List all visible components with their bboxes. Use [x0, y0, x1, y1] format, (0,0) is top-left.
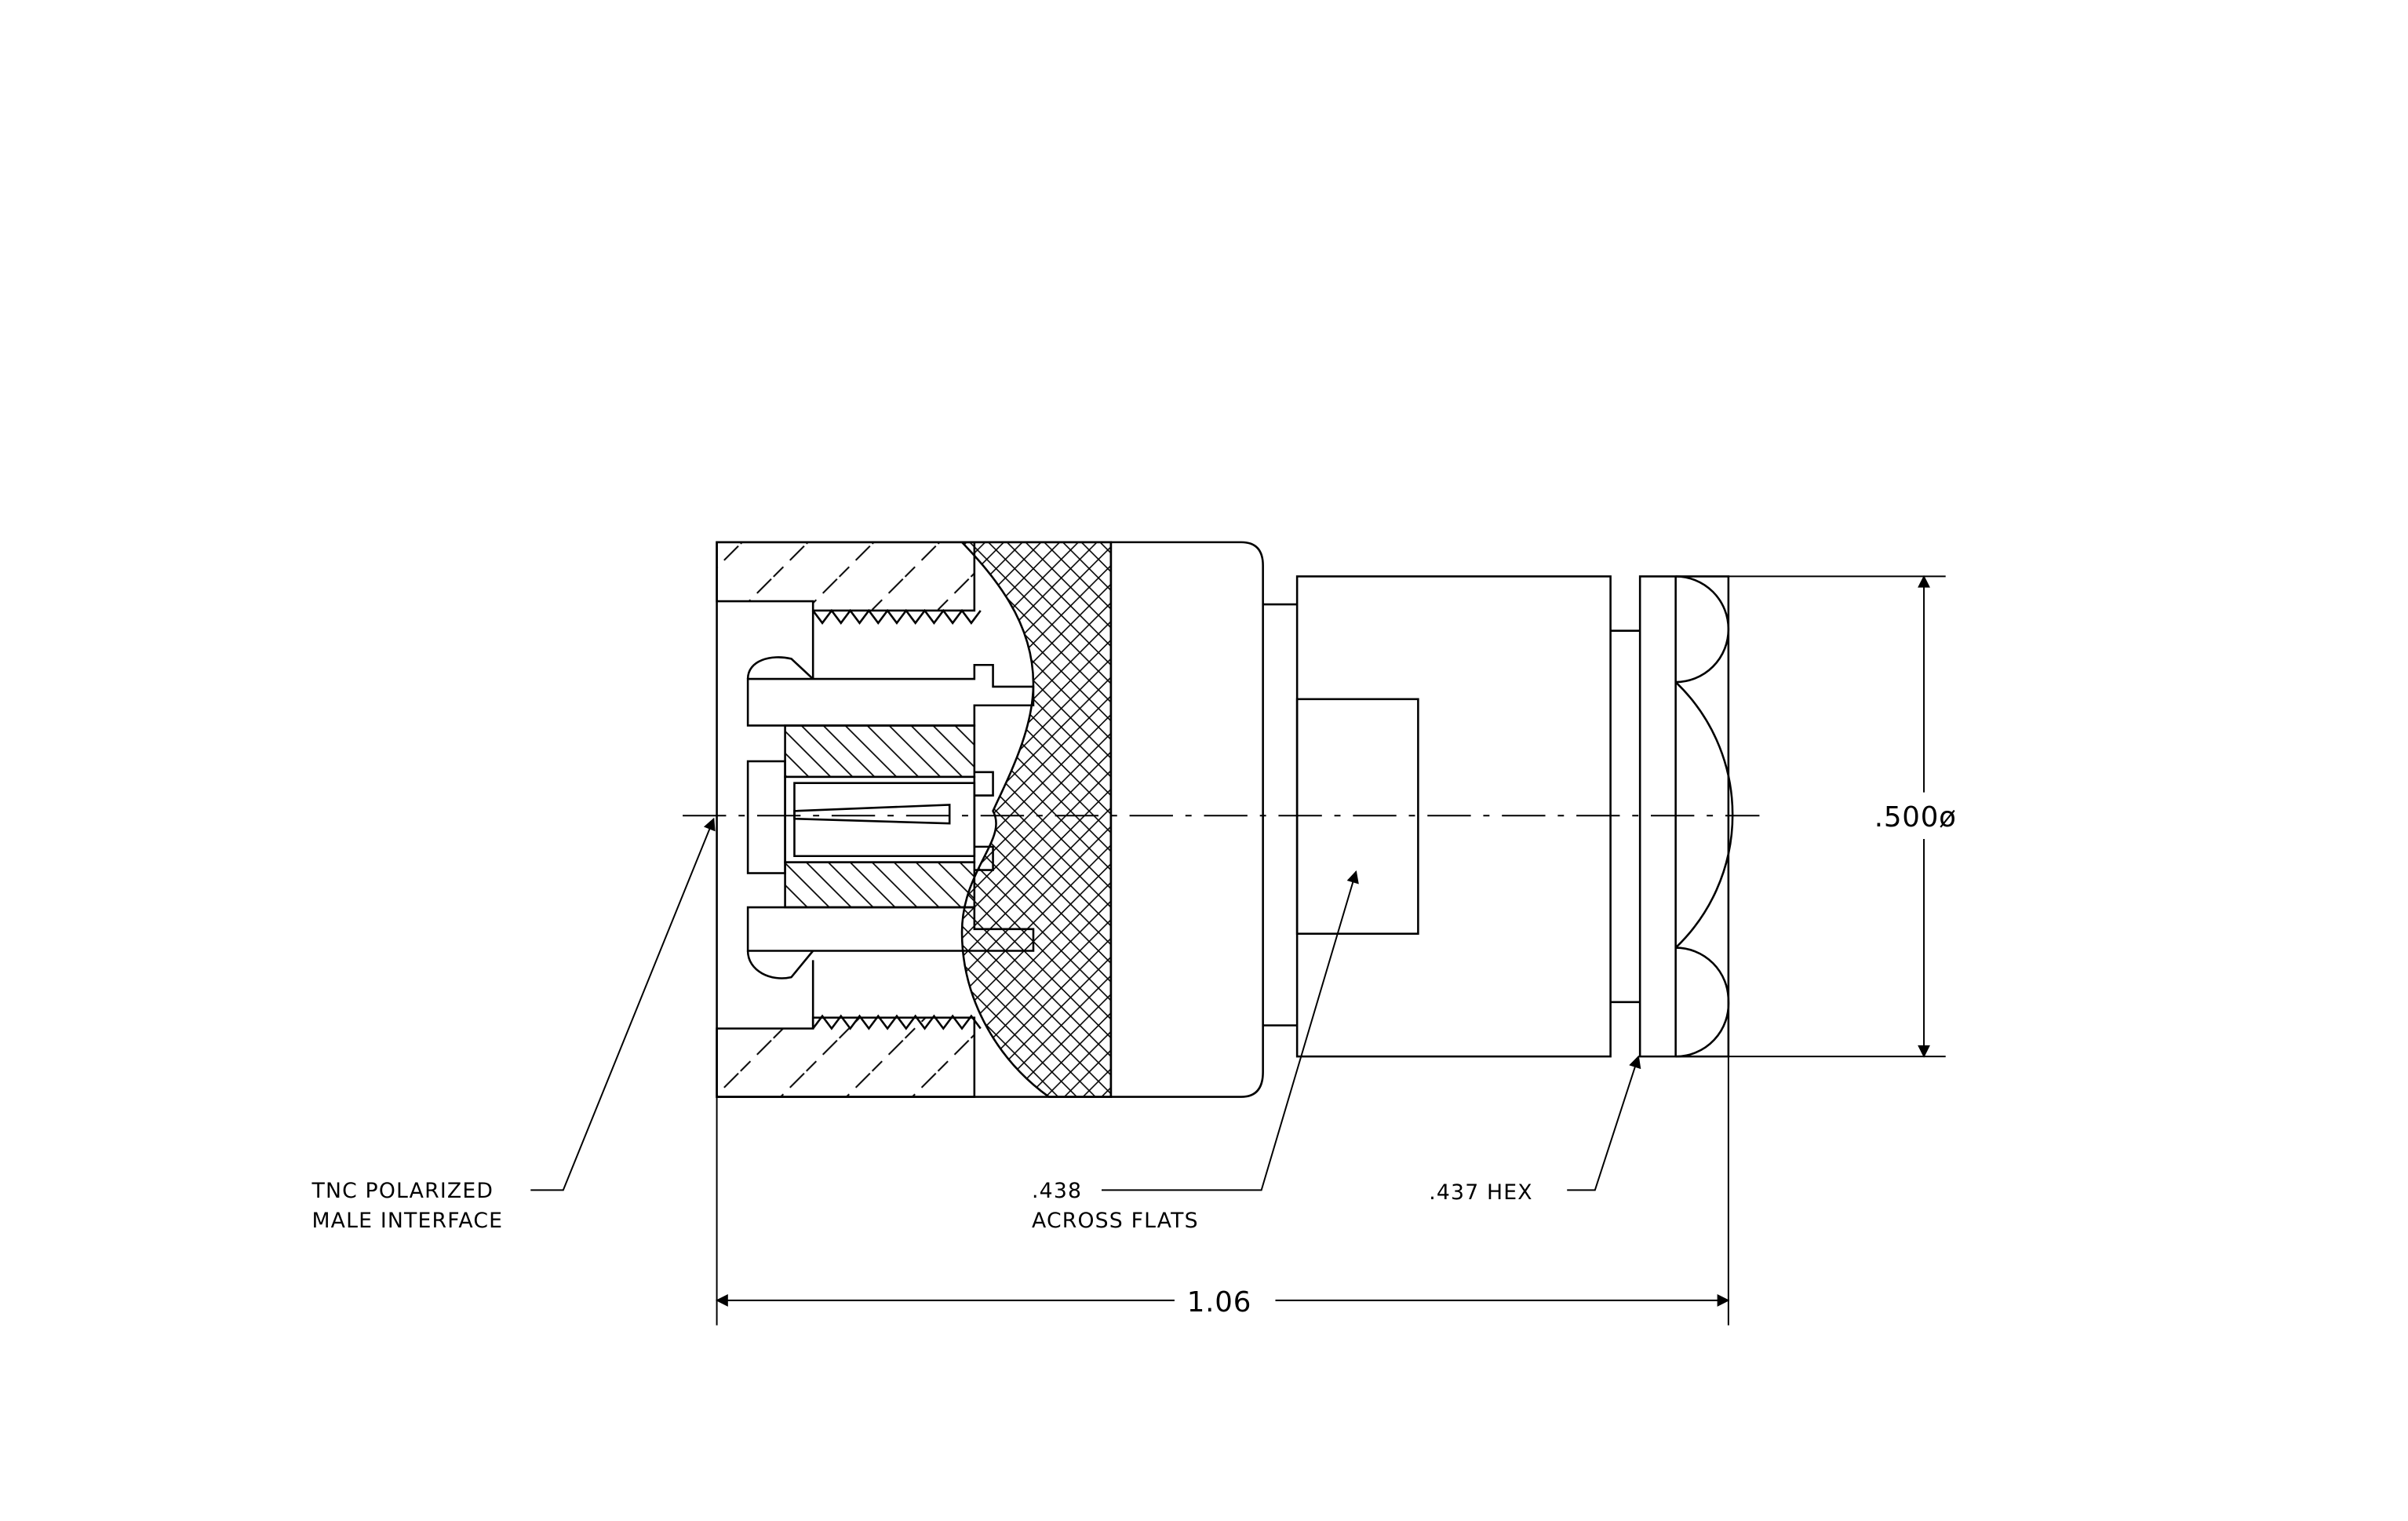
leader-flats [1101, 870, 1359, 1191]
overall-length-dimension: 1.06 [1187, 1286, 1251, 1319]
coupling-nut [716, 541, 1113, 1098]
nut-body-top-hatch [716, 541, 976, 612]
thread-top [812, 608, 982, 625]
body-shoulder [1110, 541, 1264, 1098]
leader-hex [1567, 1055, 1641, 1191]
interface-callout-line1: TNC POLARIZED [311, 1179, 494, 1203]
inner-body [746, 656, 1035, 979]
outer-body-top [746, 663, 1035, 727]
flats-callout-line2: ACROSS FLATS [1032, 1209, 1199, 1233]
outer-body-top-lip [746, 656, 814, 680]
center-pin [793, 782, 976, 858]
outer-body-bottom-lip [746, 950, 814, 979]
hex-neck [1610, 629, 1641, 1004]
body-neck [1262, 603, 1298, 1027]
thread-bottom [812, 1014, 982, 1030]
leader-interface [530, 817, 716, 1191]
hex-face-top [1675, 575, 1730, 684]
dielectric-top [784, 724, 976, 779]
diameter-dimension: .500ø [1874, 801, 1957, 833]
pin-slots [974, 771, 994, 871]
flats-callout-line1: .438 [1032, 1179, 1082, 1203]
nut-body-bottom-hatch [716, 1016, 976, 1098]
hex-face-bottom [1675, 947, 1730, 1058]
dielectric-bottom [784, 861, 976, 909]
center-pin-tip [793, 804, 951, 825]
insulator-step [746, 760, 786, 874]
knurl-crosshatch [960, 541, 1113, 1098]
hex-callout: .437 HEX [1429, 1180, 1533, 1205]
interface-callout-line2: MALE INTERFACE [311, 1209, 503, 1233]
